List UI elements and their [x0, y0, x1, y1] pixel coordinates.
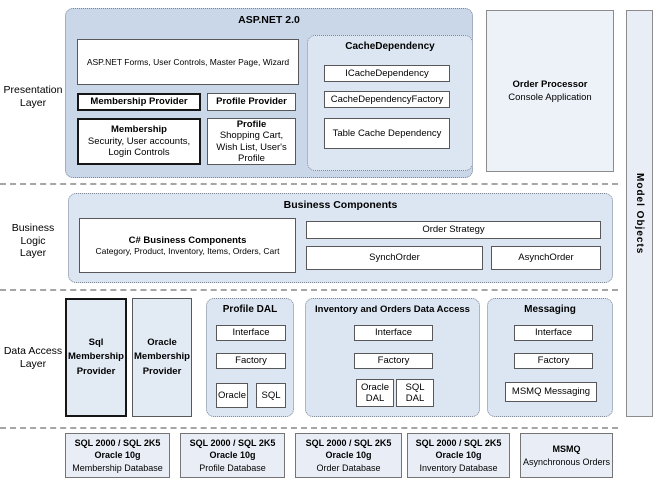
inventory-interface-box: Interface [354, 325, 433, 341]
profile-dal-oracle-box: Oracle [216, 383, 248, 408]
synchorder-box: SynchOrder [306, 246, 483, 270]
order-processor-subtitle: Console Application [508, 91, 592, 103]
order-database-box: SQL 2000 / SQL 2K5 Oracle 10g Order Data… [295, 433, 402, 478]
messaging-interface-box: Interface [514, 325, 593, 341]
model-objects-bar: Model Objects [626, 10, 653, 417]
data-access-layer-label: Data Access Layer [3, 345, 63, 370]
profile-box-title: Profile [236, 118, 267, 130]
db-name: Membership Database [72, 462, 163, 473]
sql-membership-provider-box: Sql Membership Provider [65, 298, 127, 417]
db-name: Profile Database [199, 462, 266, 473]
aspnet-container: ASP.NET 2.0 ASP.NET Forms, User Controls… [65, 8, 473, 178]
profile-dal-sql-box: SQL [256, 383, 286, 408]
profile-box: Profile Shopping Cart, Wish List, User's… [207, 118, 296, 165]
msmq-messaging-box: MSMQ Messaging [505, 382, 597, 402]
sql-dal-box: SQL DAL [396, 379, 434, 407]
cache-dependency-container: CacheDependency ICacheDependency CacheDe… [307, 35, 473, 171]
icachedependency-box: ICacheDependency [324, 65, 450, 82]
inventory-orders-container: Inventory and Orders Data Access Interfa… [305, 298, 480, 417]
oracle-dal-box: Oracle DAL [356, 379, 394, 407]
profile-provider-box: Profile Provider [207, 93, 296, 111]
db-engines: SQL 2000 / SQL 2K5 [189, 438, 276, 449]
model-objects-label: Model Objects [634, 172, 645, 255]
db-oracle: Oracle 10g [325, 450, 372, 461]
profile-dal-factory-box: Factory [216, 353, 286, 369]
membership-box: Membership Security, User accounts, Logi… [77, 118, 201, 165]
order-processor-title: Order Processor [512, 79, 588, 90]
messaging-title: Messaging [524, 304, 576, 315]
presentation-layer-label: Presentation Layer [3, 84, 63, 109]
membership-box-title: Membership [111, 124, 167, 136]
inventory-orders-title: Inventory and Orders Data Access [315, 304, 470, 315]
inventory-factory-box: Factory [354, 353, 433, 369]
cache-dependency-title: CacheDependency [345, 41, 435, 52]
profile-dal-container: Profile DAL Interface Factory Oracle SQL [206, 298, 294, 417]
csharp-subtitle: Category, Product, Inventory, Items, Ord… [95, 246, 280, 257]
profile-box-subtitle: Shopping Cart, Wish List, User's Profile [216, 130, 287, 164]
profile-database-box: SQL 2000 / SQL 2K5 Oracle 10g Profile Da… [180, 433, 285, 478]
business-components-container: Business Components C# Business Componen… [68, 193, 613, 283]
db-engines: MSMQ [552, 444, 581, 455]
cachedependencyfactory-box: CacheDependencyFactory [324, 91, 450, 108]
db-oracle: Oracle 10g [209, 450, 256, 461]
order-strategy-box: Order Strategy [306, 221, 601, 239]
separator-business-dataaccess [0, 289, 618, 291]
db-name: Inventory Database [419, 462, 498, 473]
msmq-queue-box: MSMQ Asynchronous Orders [520, 433, 613, 478]
db-engines: SQL 2000 / SQL 2K5 [74, 438, 161, 449]
db-engines: SQL 2000 / SQL 2K5 [305, 438, 392, 449]
db-oracle: Oracle 10g [94, 450, 141, 461]
table-cache-dependency-box: Table Cache Dependency [324, 118, 450, 149]
csharp-business-components-box: C# Business Components Category, Product… [79, 218, 296, 273]
profile-dal-title: Profile DAL [222, 304, 278, 315]
order-processor-box: Order Processor Console Application [486, 10, 614, 172]
inventory-database-box: SQL 2000 / SQL 2K5 Oracle 10g Inventory … [407, 433, 510, 478]
messaging-container: Messaging Interface Factory MSMQ Messagi… [487, 298, 613, 417]
separator-presentation-business [0, 183, 618, 185]
oracle-membership-provider-box: Oracle Membership Provider [132, 298, 192, 417]
aspnet-title: ASP.NET 2.0 [238, 14, 300, 26]
db-name: Order Database [316, 462, 381, 473]
separator-dataaccess-databases [0, 427, 618, 429]
aspnet-forms-box: ASP.NET Forms, User Controls, Master Pag… [77, 39, 299, 85]
db-oracle: Oracle 10g [435, 450, 482, 461]
csharp-title: C# Business Components [128, 234, 247, 246]
membership-database-box: SQL 2000 / SQL 2K5 Oracle 10g Membership… [65, 433, 170, 478]
business-components-title: Business Components [283, 199, 398, 211]
messaging-factory-box: Factory [514, 353, 593, 369]
db-engines: SQL 2000 / SQL 2K5 [415, 438, 502, 449]
membership-provider-box: Membership Provider [77, 93, 201, 111]
asynchorder-box: AsynchOrder [491, 246, 601, 270]
profile-dal-interface-box: Interface [216, 325, 286, 341]
business-logic-layer-label: Business Logic Layer [11, 222, 55, 260]
membership-box-subtitle: Security, User accounts, Login Controls [87, 135, 191, 159]
db-name: Asynchronous Orders [522, 456, 611, 467]
